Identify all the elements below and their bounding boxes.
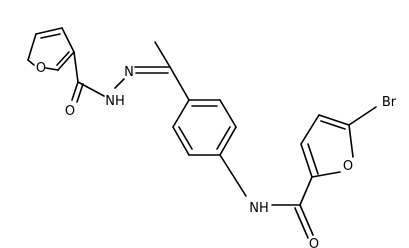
bond [114,78,125,89]
atom-labels: O O NH N NH O O Br [36,61,397,248]
bond-double-inner [307,143,319,175]
bond [219,154,247,197]
bond [318,114,350,126]
bond-carbonyl-double [294,207,309,239]
bond-carbonyl [299,204,314,236]
bond [348,124,354,158]
bond-carbonyl [71,81,79,101]
bond [300,143,313,178]
carbonyl-oxygen-left-label: O [65,104,75,119]
bond [57,51,75,71]
carbonyl-oxygen-right-label: O [309,237,319,248]
left-linker [71,41,190,103]
left-furan-ring [27,27,75,71]
right-furan-ring [300,106,377,178]
furan-oxygen-left-label: O [36,61,46,76]
bond-double-inner [56,51,70,66]
bond-double-inner [216,126,231,150]
imine-n-label: N [124,65,134,80]
bond [169,66,190,101]
bond [73,51,79,83]
bond-double-inner [40,33,61,39]
bond-double-inner [320,120,346,130]
amide-nh-label: NH [249,201,269,216]
hydrazide-nh-label: NH [105,94,125,109]
bond [172,126,190,156]
bond [300,114,320,145]
bond [172,99,190,128]
bond [27,33,37,61]
bond-carbonyl-double [76,83,84,103]
bond [27,59,35,66]
bond [35,27,63,35]
bond [61,27,75,53]
bond [219,99,237,128]
right-linker [219,154,314,239]
bond [299,176,313,206]
bond [311,171,341,178]
bond [77,81,105,97]
furan-oxygen-right-label: O [343,159,353,174]
bond-c-br [348,106,377,126]
bond [45,67,59,71]
bond [219,126,237,156]
bromine-label: Br [382,95,397,110]
bond-double-inner [178,126,193,150]
benzene-ring [172,99,237,156]
bond-methyl [154,41,171,68]
